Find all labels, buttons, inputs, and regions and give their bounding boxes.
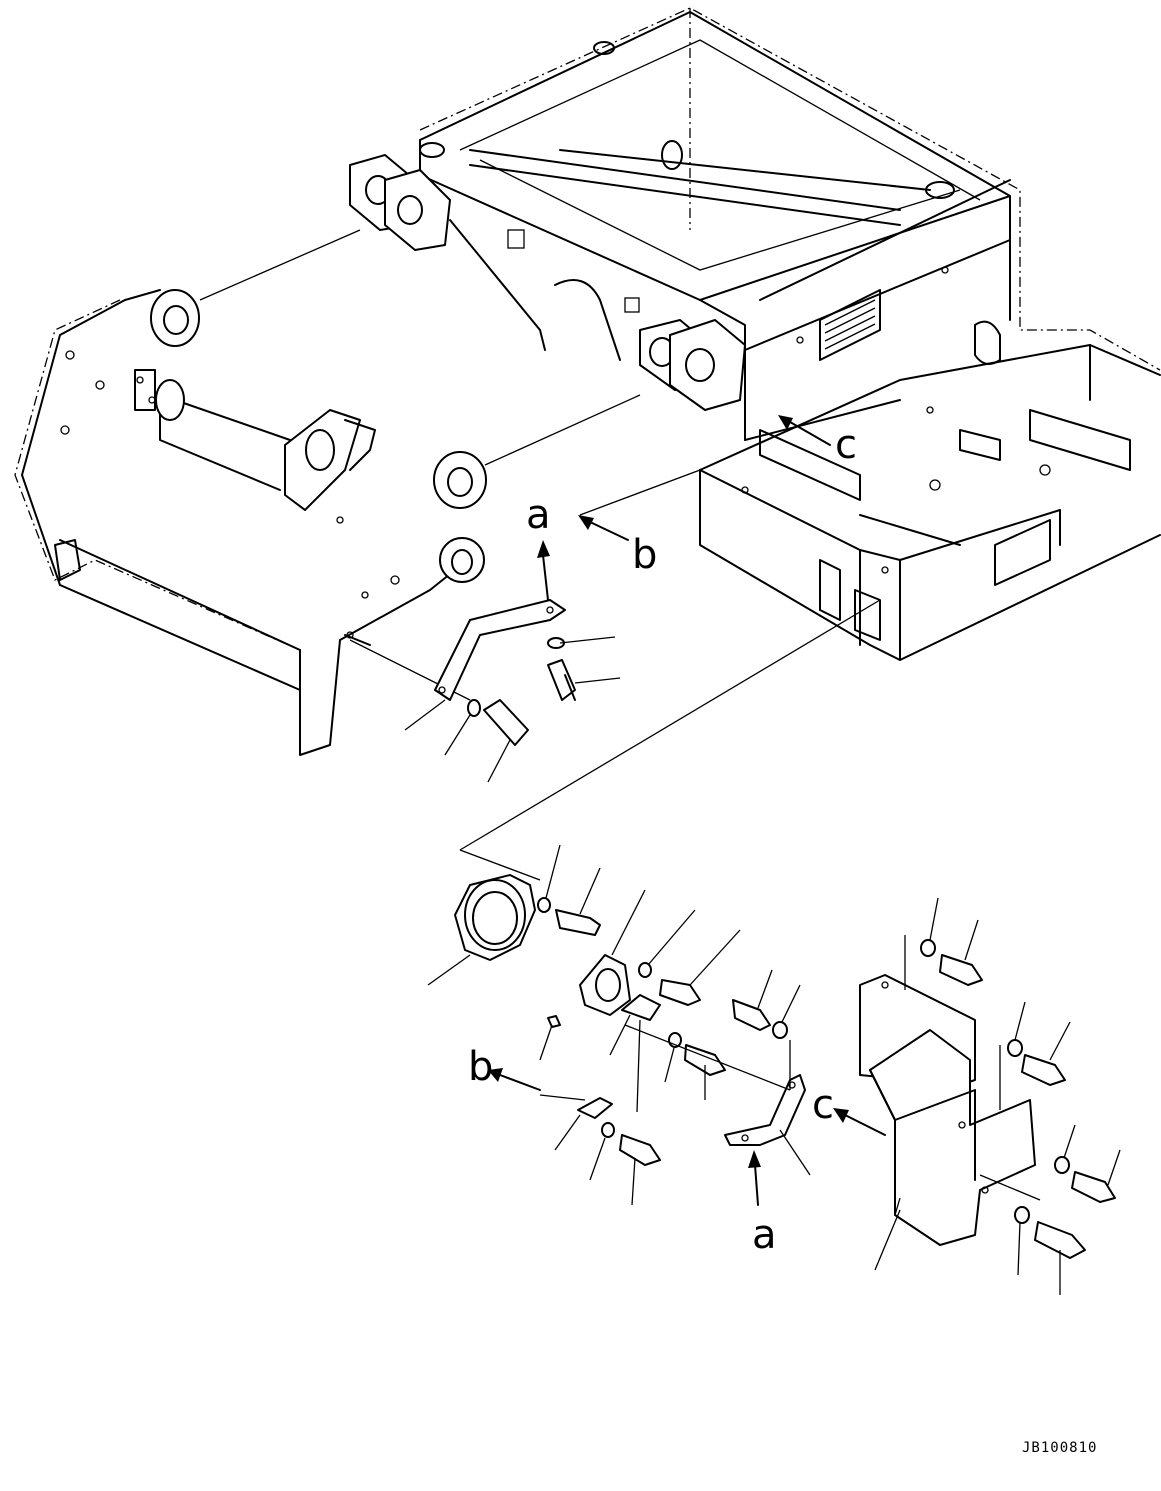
- revolving-frame: [419, 7, 1161, 661]
- label-a-lower: a: [752, 1212, 777, 1258]
- label-c-upper: c: [835, 422, 857, 468]
- view-arrows: [488, 415, 886, 1206]
- swing-bracket: [14, 289, 487, 756]
- label-c-lower: c: [812, 1082, 834, 1128]
- lower-detail-parts: [427, 844, 1121, 1295]
- label-b-lower: b: [468, 1044, 493, 1090]
- callout-labels: a b c b c a: [468, 422, 857, 1258]
- frame-pivot-bosses: [349, 154, 746, 411]
- label-b-upper: b: [632, 532, 657, 578]
- drawing-code: JB100810: [1022, 1440, 1097, 1456]
- label-a-upper: a: [526, 492, 551, 538]
- upper-bracket-parts: [404, 599, 621, 783]
